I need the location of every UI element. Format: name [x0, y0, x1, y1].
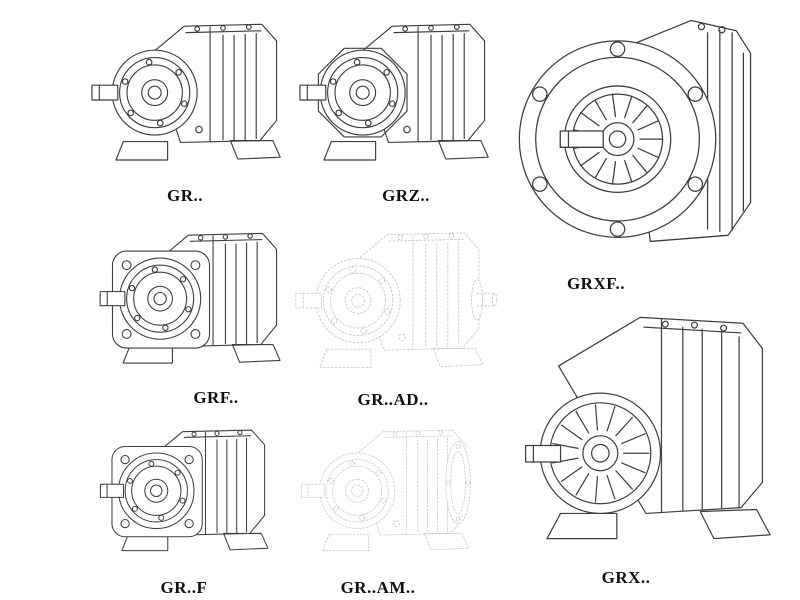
grf-gearbox-illustration	[99, 232, 281, 364]
drawing-gr-f-gearbox	[90, 412, 280, 572]
label-gr: GR..	[167, 186, 203, 205]
drawing-grf-gearbox	[92, 214, 290, 386]
label-gr-am: GR..AM..	[340, 578, 416, 597]
drawing-gr-am-gearbox-phantom	[292, 412, 492, 572]
label-grf: GRF..	[193, 388, 239, 407]
grx-gearbox-illustration	[525, 316, 771, 540]
gr-ad-gearbox-illustration	[295, 232, 498, 369]
label-gr-f: GR..F	[160, 578, 208, 597]
grz-gearbox-illustration	[299, 23, 489, 161]
gr-am-gearbox-illustration	[300, 429, 471, 552]
label-grz: GRZ..	[382, 186, 430, 205]
label-grxf: GRXF..	[566, 274, 626, 293]
label-grx: GRX..	[601, 568, 651, 587]
drawing-grz-gearbox	[296, 4, 494, 184]
drawing-gr-gearbox	[88, 4, 286, 184]
grxf-gearbox-illustration	[518, 19, 752, 243]
label-gr-ad: GR..AD..	[357, 390, 429, 409]
drawing-grxf-gearbox	[505, 2, 771, 264]
gr-gearbox-illustration	[91, 23, 281, 161]
gr-f-gearbox-illustration	[99, 429, 269, 552]
drawing-grx-gearbox	[498, 298, 790, 560]
drawing-gr-ad-gearbox-phantom	[294, 212, 500, 392]
